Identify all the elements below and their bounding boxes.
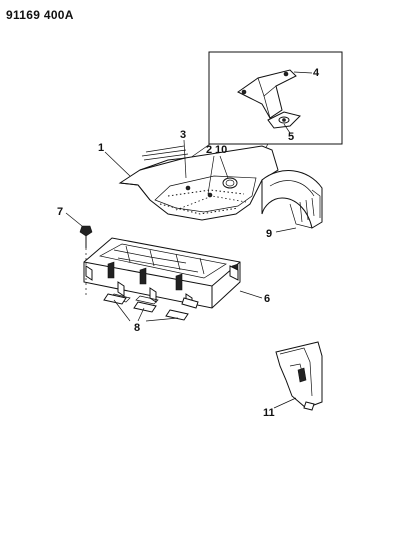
callout-10: 10: [215, 144, 227, 156]
trunk-floor-pan-part-1: [118, 145, 279, 221]
bracket-part-4: [237, 69, 297, 119]
bracket-part-5: [267, 111, 301, 129]
callout-4: 4: [313, 67, 320, 79]
brackets-part-8: [103, 293, 199, 321]
callout-leader-lines: [65, 71, 313, 409]
callout-9: 9: [266, 228, 272, 240]
panel-part-11: [275, 341, 323, 411]
callout-7: 7: [57, 206, 63, 218]
callout-6: 6: [264, 293, 270, 305]
callout-1: 1: [98, 142, 104, 154]
reinforcement-part-6: [83, 237, 241, 309]
document-id: 91169 400A: [6, 8, 74, 22]
wheelhouse-part-9: [261, 170, 323, 229]
callout-3: 3: [180, 129, 186, 141]
bolt-part-7: [79, 225, 93, 298]
callout-labels: 1 2 3 4 5 6 7 8 9 10 11: [57, 67, 320, 419]
callout-5: 5: [288, 131, 294, 143]
callout-8: 8: [134, 322, 140, 334]
callout-11: 11: [263, 407, 275, 419]
inset-detail-box: [182, 51, 343, 179]
callout-2: 2: [206, 144, 212, 156]
